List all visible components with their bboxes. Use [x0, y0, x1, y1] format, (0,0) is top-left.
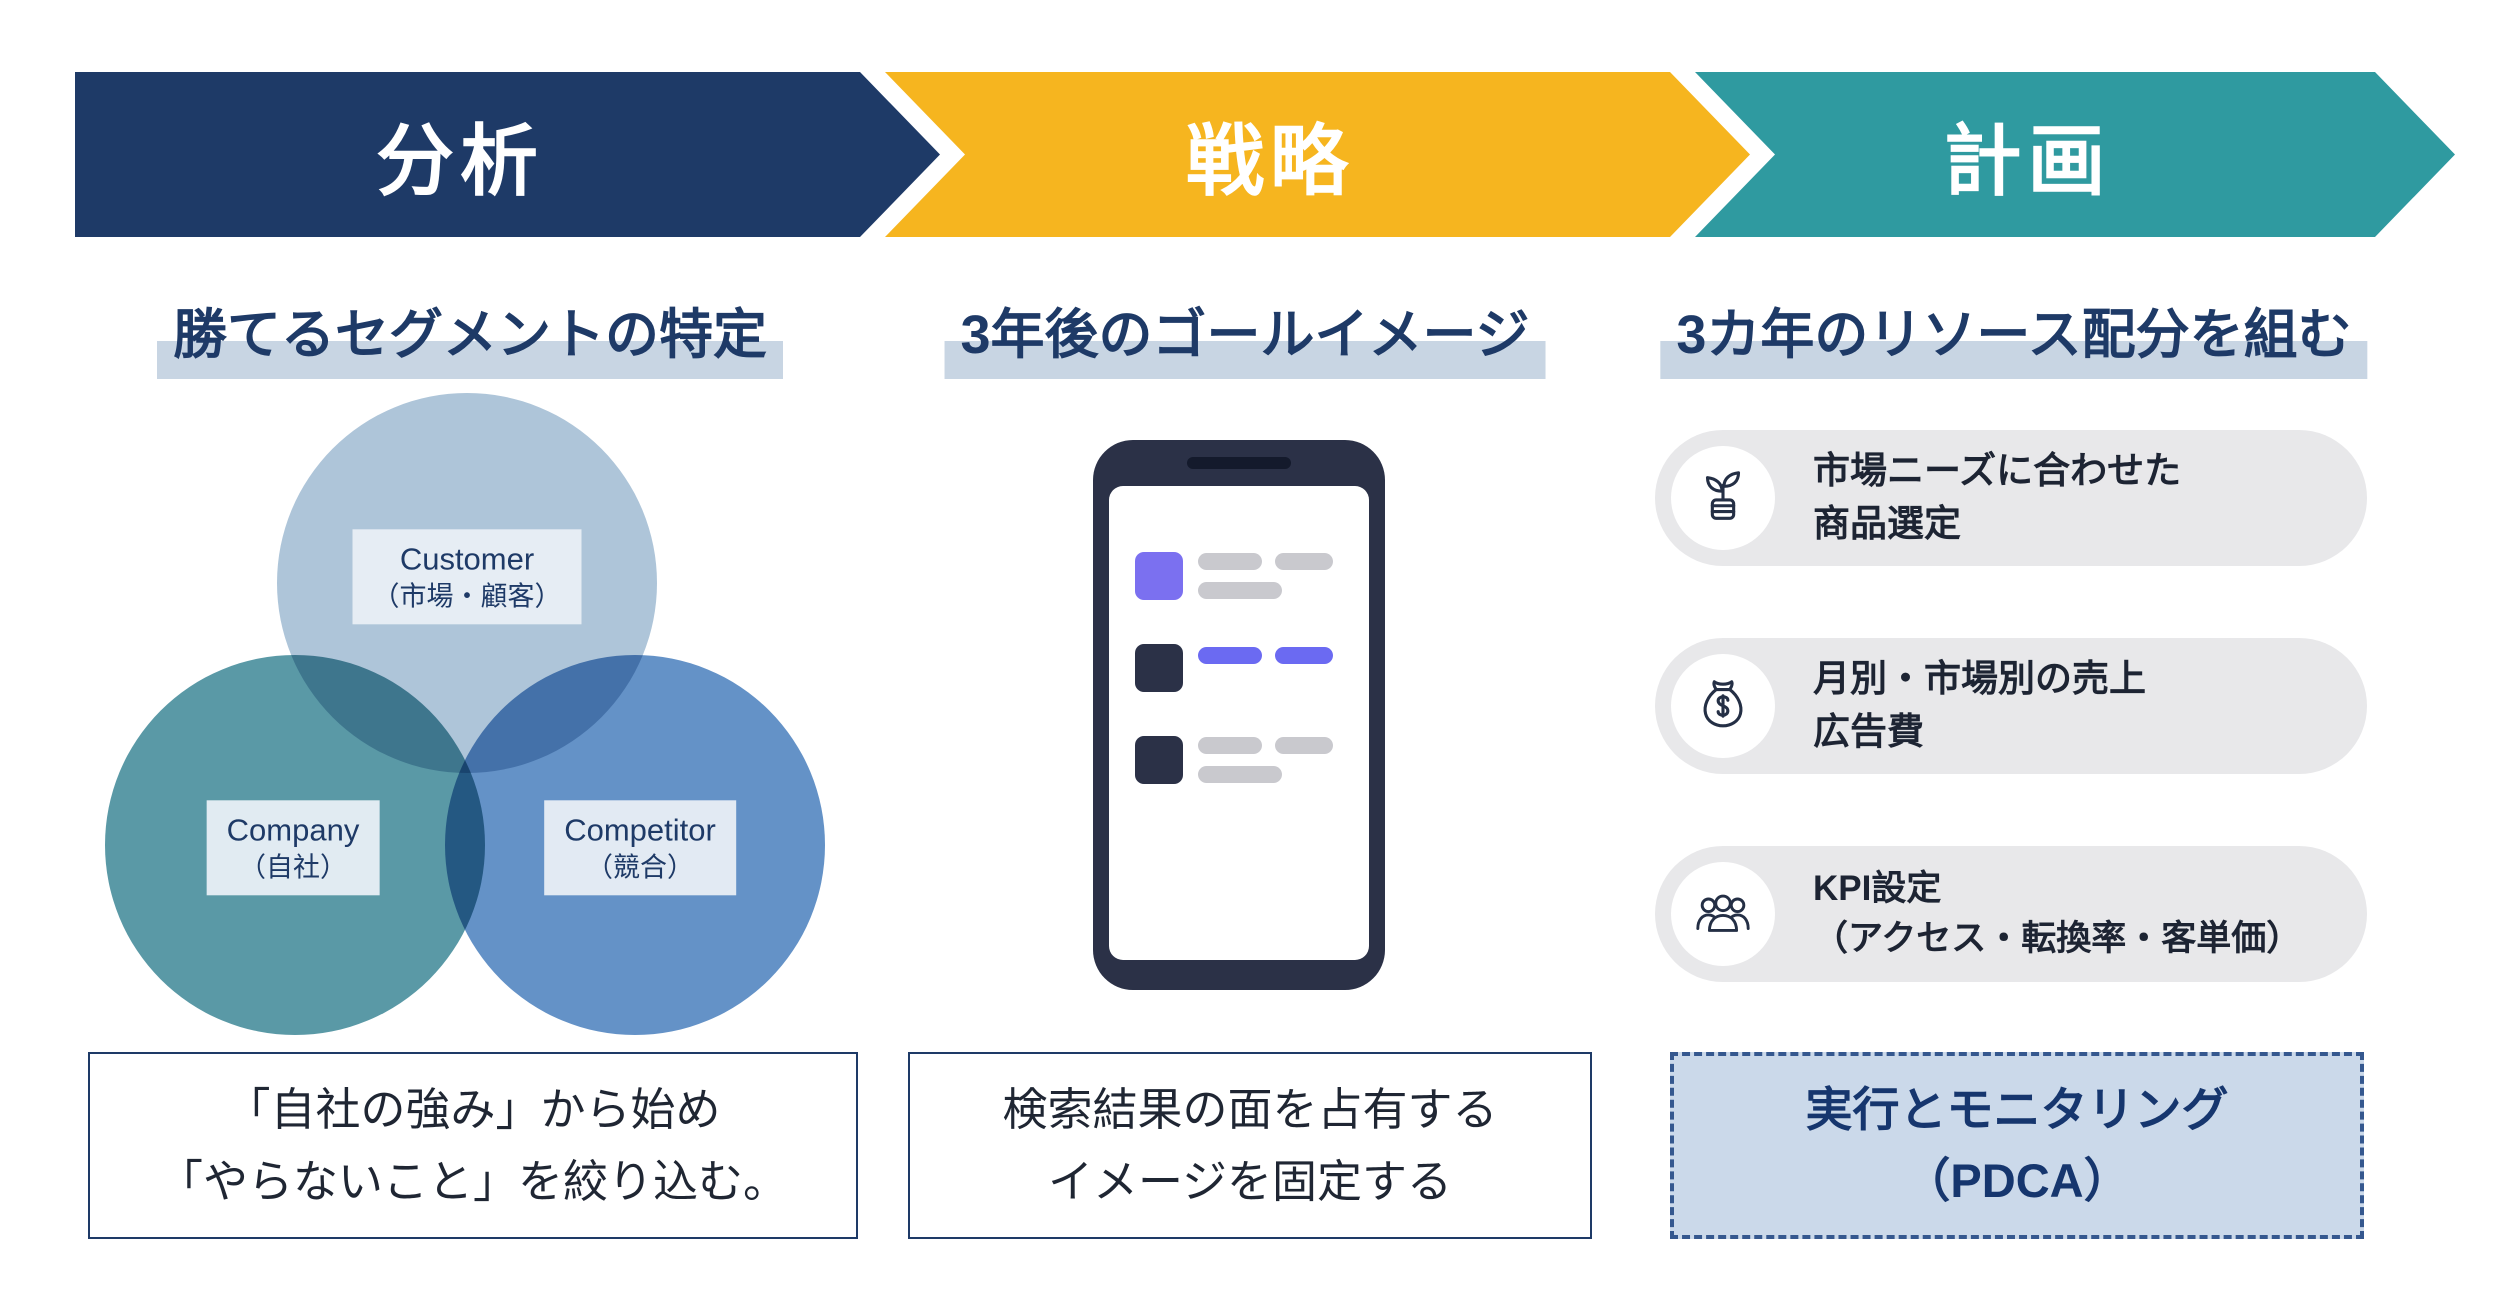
result-thumbnail: [1135, 644, 1183, 692]
strategy-summary-line2: イメージを固定する: [1047, 1155, 1453, 1207]
plan-item-line1: 市場ニーズに合わせた: [1813, 450, 2182, 492]
step-banner-strategy: 戦略: [885, 72, 1750, 237]
search-results-mock: [1135, 552, 1355, 784]
text-bar: [1275, 737, 1333, 754]
plan-item-product-selection: 市場ニーズに合わせた 商品選定: [1655, 430, 2367, 566]
plan-item-line1: KPI設定: [1813, 869, 1942, 909]
result-thumbnail: [1135, 736, 1183, 784]
strategy-summary-line1: 検索結果の面を占有する: [1002, 1083, 1498, 1135]
plan-item-kpi: KPI設定 （アクセス・転換率・客単価）: [1655, 846, 2367, 982]
plan-item-sales-adspend: 月別・市場別の売上 広告費: [1655, 638, 2367, 774]
text-bar: [1198, 737, 1262, 754]
text-bar: [1198, 766, 1282, 783]
venn-label-competitor: Competitor （競合）: [544, 800, 736, 896]
venn-label-competitor-note: （競合）: [585, 852, 694, 883]
people-icon: [1696, 894, 1750, 932]
step-banner-plan: 計画: [1695, 72, 2455, 237]
venn-label-customer: Customer （市場・顧客）: [352, 529, 582, 625]
step-banner-plan-label: 計画: [1943, 116, 2112, 205]
plan-item-line1: 月別・市場別の売上: [1813, 658, 2146, 700]
text-bar: [1198, 553, 1262, 570]
search-result-row: [1135, 644, 1355, 692]
plan-subtitle: 3カ年のリソース配分を組む: [1660, 288, 2368, 379]
phone-screen: [1109, 486, 1369, 960]
pdca-line1: 実行とモニタリング: [1805, 1083, 2229, 1136]
smartphone-illustration: [1093, 440, 1385, 990]
text-bar-highlight: [1275, 647, 1333, 664]
venn-label-customer-name: Customer: [399, 541, 535, 577]
plan-item-line2: 商品選定: [1813, 503, 1961, 544]
text-bar: [1275, 553, 1333, 570]
venn-label-company: Company （自社）: [206, 800, 380, 896]
text-bar: [1198, 582, 1282, 599]
venn-label-company-note: （自社）: [239, 852, 347, 883]
venn-label-competitor-name: Competitor: [564, 812, 716, 848]
analysis-subtitle: 勝てるセグメントの特定: [157, 288, 783, 379]
search-result-row: [1135, 552, 1355, 600]
plan-item-line2: （アクセス・転換率・客単価）: [1813, 919, 2302, 958]
sprout-icon: [1705, 471, 1741, 520]
text-bar-highlight: [1198, 647, 1262, 664]
pdca-line2: （PDCA）: [1903, 1153, 2131, 1207]
money-bag-icon: [1703, 680, 1743, 728]
strategy-subtitle: 3年後のゴールイメージ: [944, 288, 1546, 379]
plan-item-line2: 広告費: [1813, 711, 1924, 752]
venn-label-company-name: Company: [226, 812, 360, 848]
strategy-summary-box: 検索結果の面を占有する イメージを固定する: [908, 1052, 1592, 1239]
analysis-summary-line2: 「やらないこと」を絞り込む。: [157, 1155, 788, 1207]
pdca-box: 実行とモニタリング （PDCA）: [1670, 1052, 2364, 1239]
analysis-summary-line1: 「自社の強み」から始め: [225, 1083, 721, 1135]
step-banner-strategy-label: 戦略: [1185, 116, 1354, 205]
analysis-summary-box: 「自社の強み」から始め 「やらないこと」を絞り込む。: [88, 1052, 858, 1239]
venn-label-customer-note: （市場・顧客）: [372, 581, 562, 612]
result-thumbnail: [1135, 552, 1183, 600]
step-banner-analysis-label: 分析: [375, 116, 544, 205]
phone-speaker-bar: [1187, 457, 1291, 469]
step-banner-analysis: 分析: [75, 72, 940, 237]
search-result-row: [1135, 736, 1355, 784]
